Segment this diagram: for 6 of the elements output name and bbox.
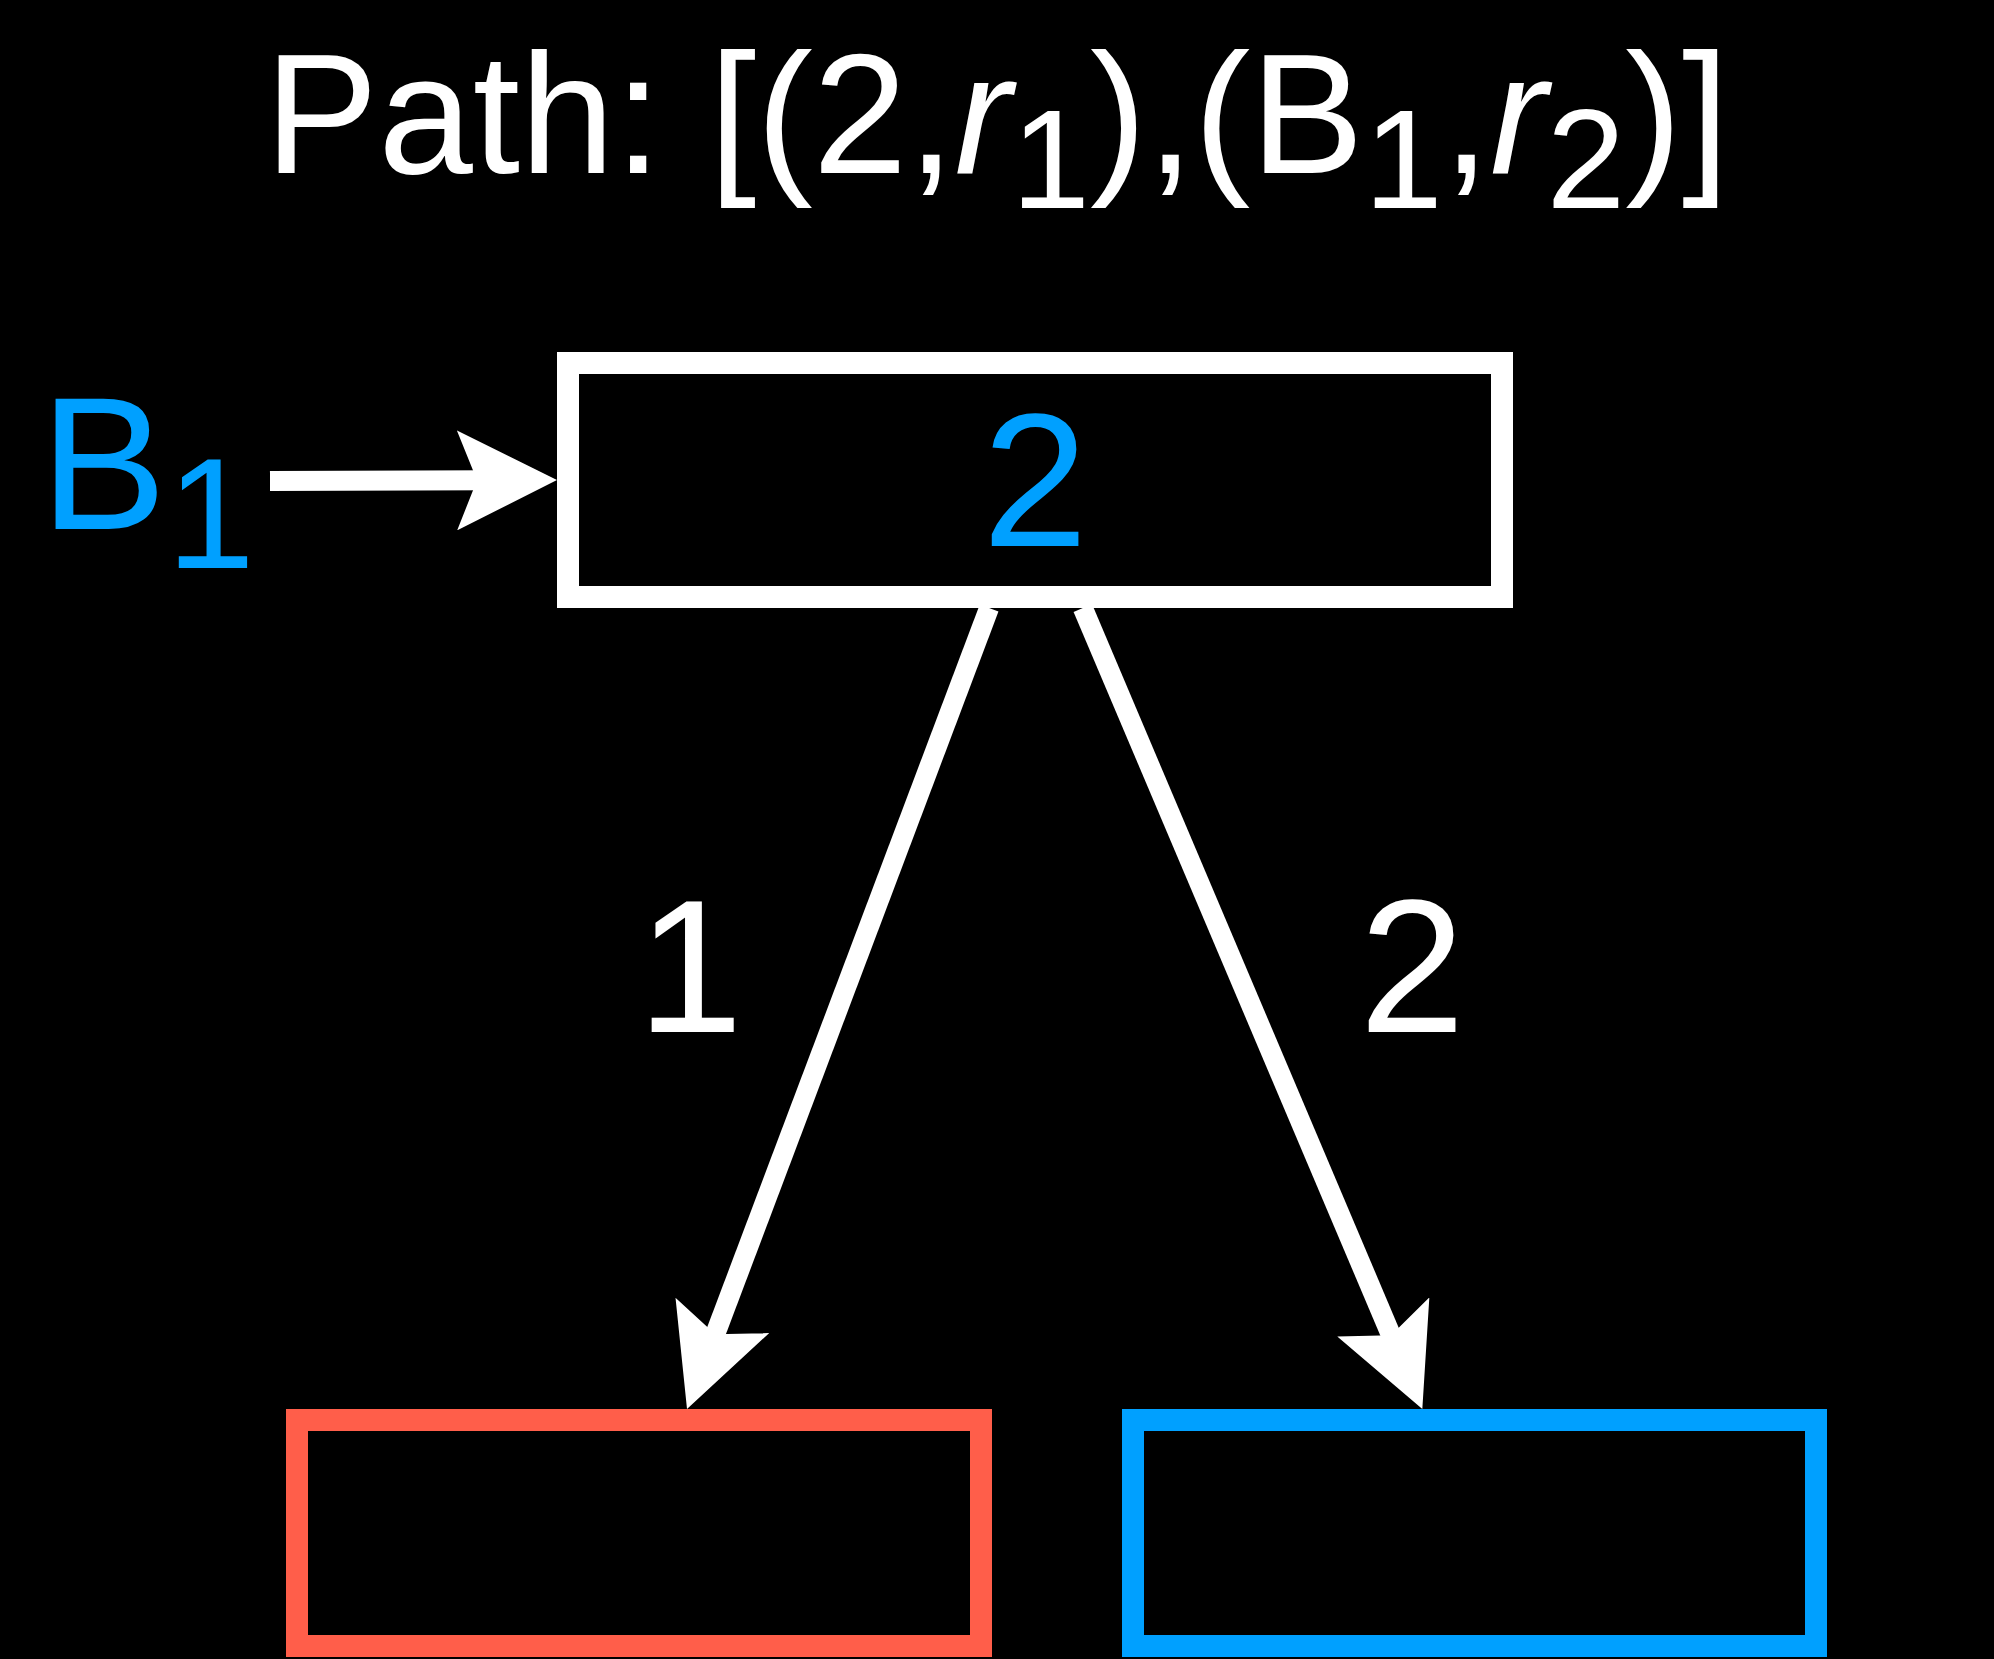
- node-label: B$_{1}$: [40, 381, 270, 581]
- empty-box: [1122, 1409, 1827, 1657]
- process-box: 2: [557, 352, 1513, 608]
- empty-box: [286, 1409, 992, 1657]
- arrow: [269, 430, 557, 531]
- diagram-title: Path: [(2,r$_{1}$),(B$_{1}$,r$_{2}$)]: [263, 18, 1731, 240]
